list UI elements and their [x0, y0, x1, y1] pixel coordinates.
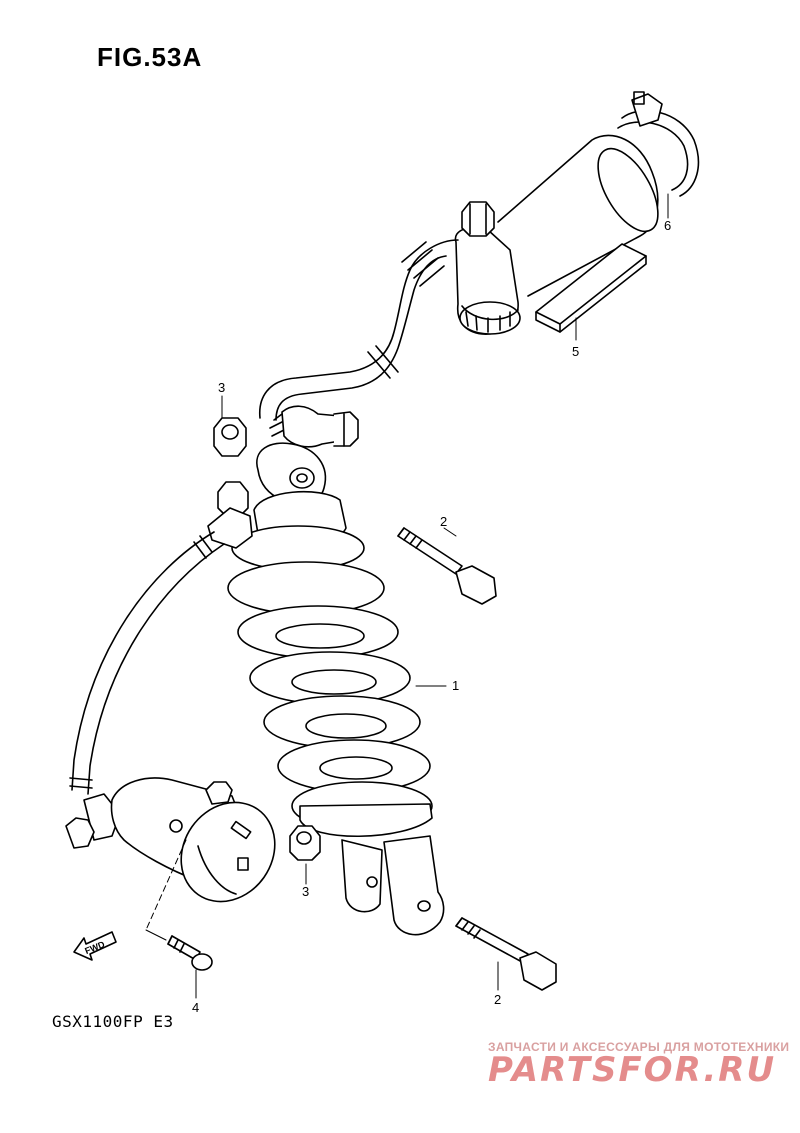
cushion-pad — [535, 243, 647, 333]
callout-2-upper: 2 — [440, 514, 448, 529]
remote-adjuster-hose — [69, 481, 253, 795]
nut-lower — [289, 825, 321, 861]
reservoir — [454, 91, 700, 335]
callout-3-lower: 3 — [302, 884, 310, 899]
callout-6: 6 — [664, 218, 672, 233]
watermark-caption: ЗАПЧАСТИ И АКСЕССУАРЫ ДЛЯ МОТОТЕХНИКИ — [488, 1040, 790, 1054]
watermark-logo: PARTSFOR.RU — [488, 1050, 777, 1090]
leader-lines — [145, 193, 669, 999]
model-code: GSX1100FP E3 — [52, 1012, 174, 1031]
bolt-lower — [455, 917, 557, 991]
fwd-arrow — [73, 931, 117, 961]
callout-5: 5 — [572, 344, 580, 359]
nut-upper — [213, 417, 247, 457]
remote-adjuster — [65, 777, 276, 903]
fwd-label: FWD — [83, 939, 106, 956]
figure-title: FIG.53A — [97, 42, 203, 72]
clamp-band — [617, 91, 700, 197]
callout-3-upper: 3 — [218, 380, 226, 395]
callout-2-lower: 2 — [494, 992, 502, 1007]
bolt-upper — [397, 527, 497, 605]
reservoir-hose — [258, 239, 459, 448]
callout-4: 4 — [192, 1000, 200, 1015]
callout-1: 1 — [452, 678, 460, 693]
screw — [167, 935, 213, 971]
shock-absorber — [227, 442, 445, 936]
